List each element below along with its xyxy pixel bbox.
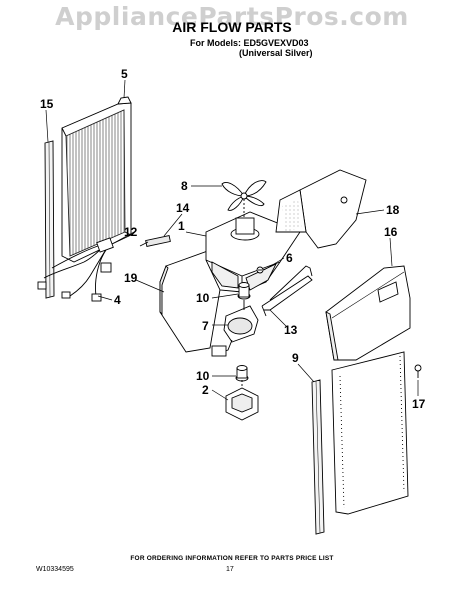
- page-title: AIR FLOW PARTS: [172, 19, 292, 35]
- part-5-evaporator-cover: [61, 96, 132, 263]
- leader-lines: [45, 79, 419, 401]
- callout-16: 16: [384, 225, 398, 239]
- part-10-motor-mount-lower: [235, 365, 249, 382]
- part-8-fan-blade: [221, 180, 267, 218]
- callout-7: 7: [202, 319, 209, 333]
- part-16-duct-panel: [325, 265, 411, 361]
- models-label: For Models: ED5GVEXVD03 (Universal Silve…: [190, 38, 313, 58]
- callout-17: 17: [412, 397, 426, 411]
- models-line-1: For Models: ED5GVEXVD03: [190, 38, 309, 48]
- document-number: W10334595: [36, 566, 74, 573]
- callout-1: 1: [178, 219, 185, 233]
- part-9-gasket-strip: [311, 379, 325, 535]
- part-17-screw: [414, 364, 422, 378]
- callout-15: 15: [40, 97, 54, 111]
- callout-10-lower: 10: [196, 369, 210, 383]
- rear-panel: [331, 351, 409, 515]
- ordering-note: FOR ORDERING INFORMATION REFER TO PARTS …: [130, 555, 334, 562]
- callout-5: 5: [121, 67, 128, 81]
- callout-12: 12: [124, 225, 138, 239]
- part-7-fan-motor: [211, 300, 259, 357]
- part-13-bracket: [261, 265, 313, 317]
- watermark: AppliancePartsPros.com: [55, 2, 409, 31]
- callout-19: 19: [124, 271, 138, 285]
- page-number: 17: [226, 566, 234, 573]
- part-10-motor-mount-upper: [237, 282, 251, 300]
- callout-9: 9: [292, 351, 299, 365]
- callout-10-upper: 10: [196, 291, 210, 305]
- models-line-2: (Universal Silver): [239, 48, 313, 58]
- part-6-screw: [256, 266, 264, 274]
- callout-6: 6: [286, 251, 293, 265]
- part-15-gasket-strip: [44, 140, 55, 299]
- callout-4: 4: [114, 293, 121, 307]
- callout-18: 18: [386, 203, 400, 217]
- callout-14: 14: [176, 201, 190, 215]
- part-14-sensor: [139, 235, 171, 247]
- callout-13: 13: [284, 323, 298, 337]
- part-18-duct-cover: [275, 169, 367, 249]
- part-2-motor-bracket: [225, 380, 259, 421]
- callout-2: 2: [202, 383, 209, 397]
- part-12-wire-harness: [37, 237, 114, 302]
- callout-8: 8: [181, 179, 188, 193]
